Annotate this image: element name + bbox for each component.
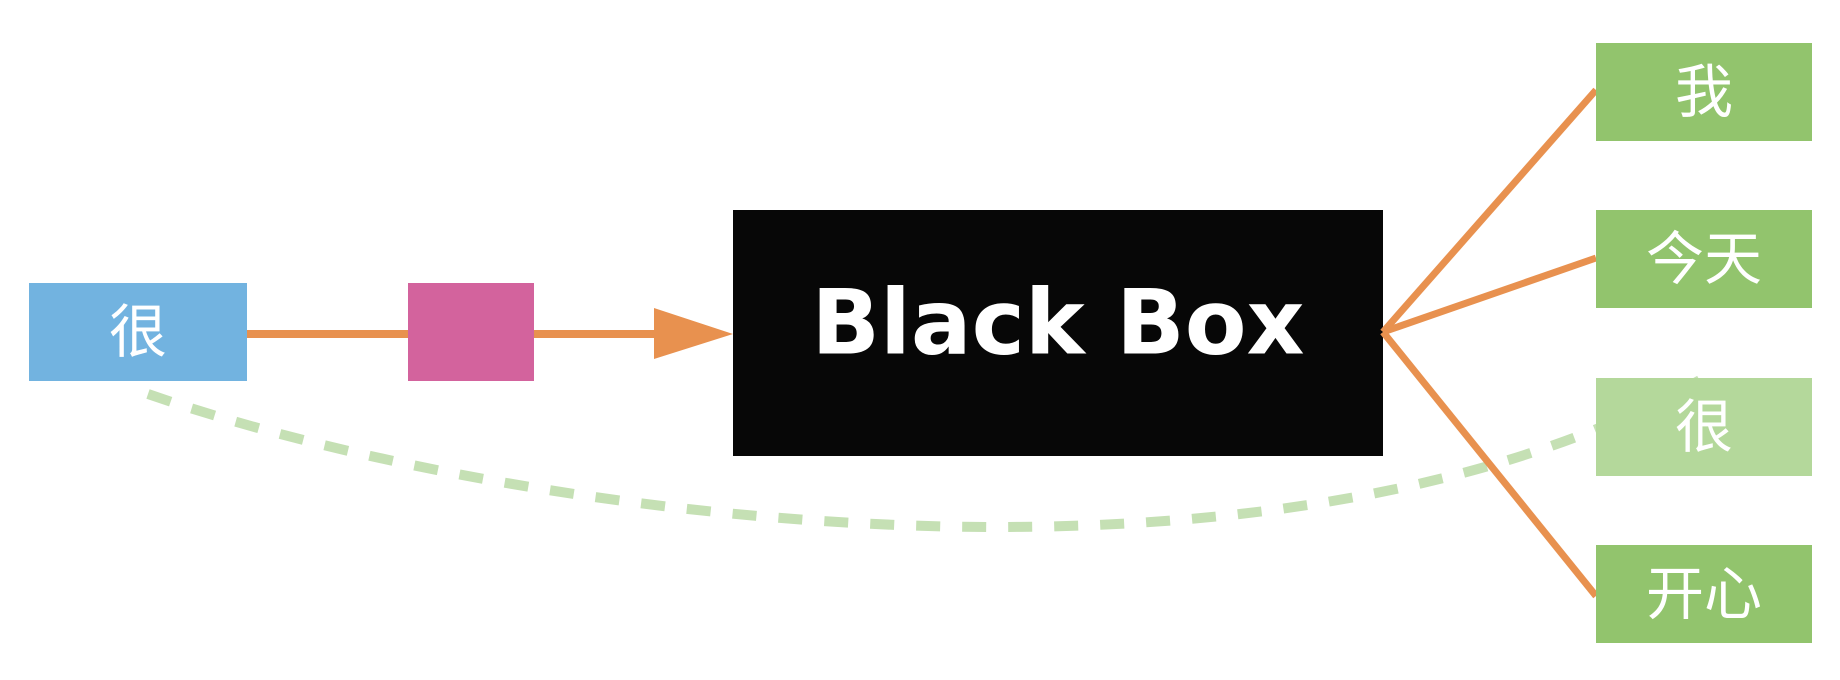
output-node [1596,545,1812,643]
dashed-curve-link [146,375,1703,532]
input-node-label: 很 [109,298,167,366]
fanout-line-4 [1380,329,1599,599]
output-node-faded [1596,378,1812,476]
arrow-head-icon [654,308,733,359]
output-node-label: 今天 [1646,225,1762,293]
embedding-node [408,283,534,381]
output-node-label: 开心 [1646,560,1762,628]
output-node [1596,210,1812,308]
input-node [29,283,247,381]
output-node-label: 我 [1675,58,1733,126]
output-node [1596,43,1812,141]
black-box [733,210,1383,456]
black-box-label: Black Box [811,271,1304,376]
fanout-line-2 [1381,254,1598,336]
output-node-label: 很 [1675,393,1733,461]
fanout-line-1 [1380,87,1599,335]
